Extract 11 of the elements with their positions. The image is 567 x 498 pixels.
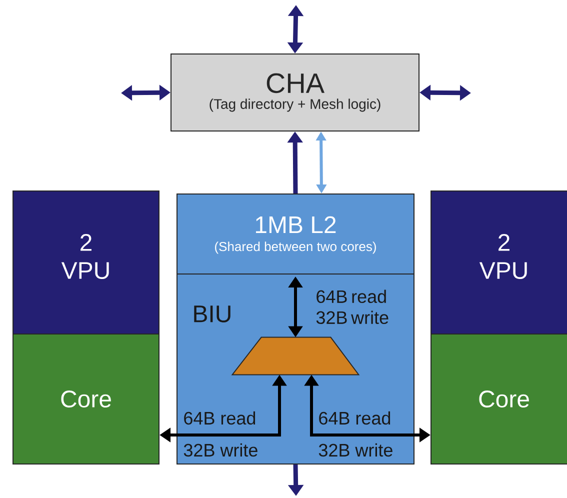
bus-label: 64B read <box>319 411 390 425</box>
cha-box: CHA (Tag directory + Mesh logic) <box>170 54 420 132</box>
core-box: Core <box>12 334 160 464</box>
cache-box: 1MB L2 (Shared between two cores) <box>176 194 414 276</box>
edge-label: 64B read 32B write <box>316 290 388 324</box>
bus-label: 32B write <box>318 443 392 457</box>
bus-label: 64B read <box>184 411 256 425</box>
vpu-box: 2 VPU <box>430 190 567 334</box>
vpu-box: 2 VPU <box>12 190 160 334</box>
core-box: Core <box>430 334 567 464</box>
bus-label: 32B write <box>184 443 258 457</box>
